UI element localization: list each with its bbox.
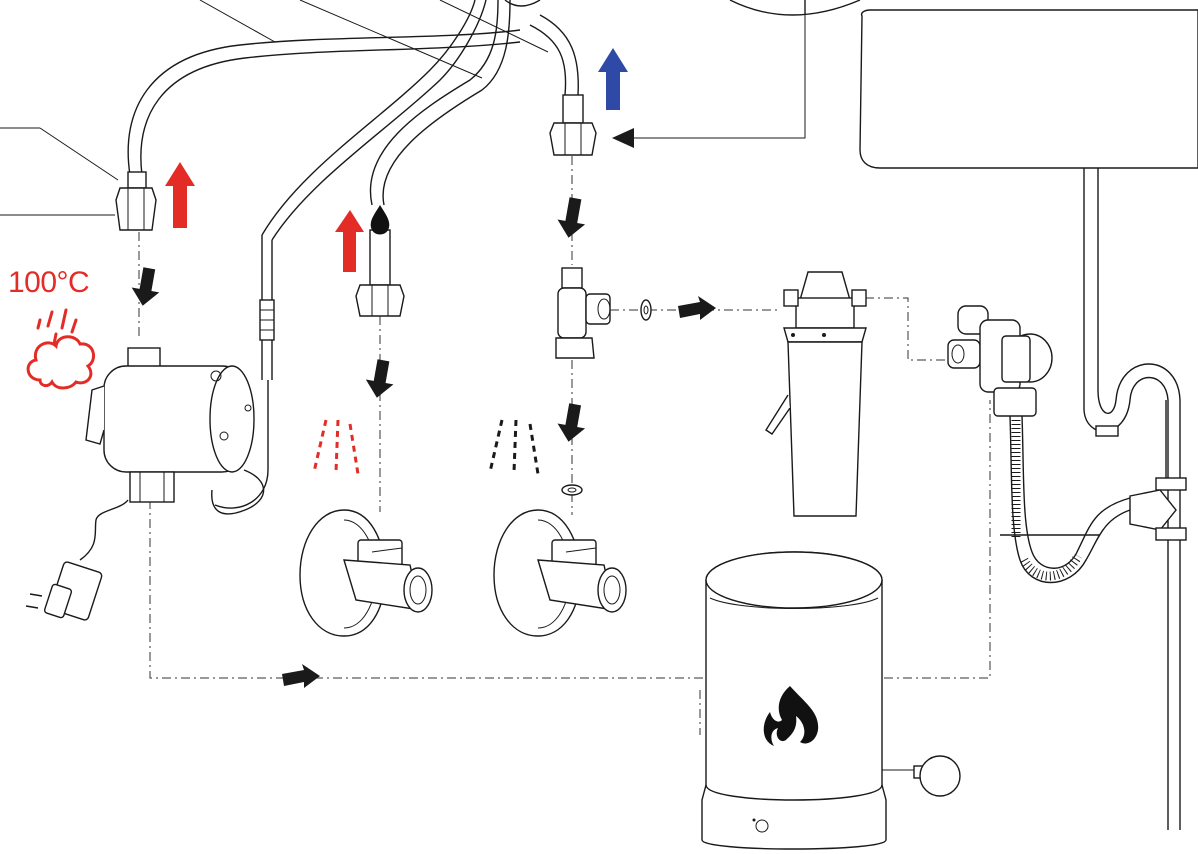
leader-lines xyxy=(0,0,805,215)
hot-spray-icon xyxy=(314,420,358,474)
mixing-valve xyxy=(948,306,1052,416)
flex-hose xyxy=(1000,416,1130,583)
cold-water-connector xyxy=(550,95,596,155)
hot-up-arrow-icon xyxy=(165,162,195,228)
steam-cloud-icon xyxy=(28,310,93,388)
cold-up-arrow-icon xyxy=(598,48,628,110)
water-drop-icon xyxy=(371,205,390,235)
cold-spray-icon xyxy=(490,420,538,474)
sink-basin xyxy=(860,10,1198,168)
top-fittings xyxy=(505,0,860,15)
boiler-unit xyxy=(86,290,274,514)
center-hot-connector xyxy=(356,230,404,316)
hot-water-connector xyxy=(116,172,156,230)
flow-arrow-icon xyxy=(612,128,634,148)
tee-connector xyxy=(556,268,610,358)
hot-up-arrow-icon xyxy=(335,210,364,272)
angle-valve-left xyxy=(300,510,432,636)
electric-plug-icon xyxy=(26,500,128,621)
drain-pipe xyxy=(1084,168,1186,830)
angle-valve-right xyxy=(494,510,626,636)
water-heater-tank xyxy=(702,552,960,849)
water-filter xyxy=(766,272,866,516)
